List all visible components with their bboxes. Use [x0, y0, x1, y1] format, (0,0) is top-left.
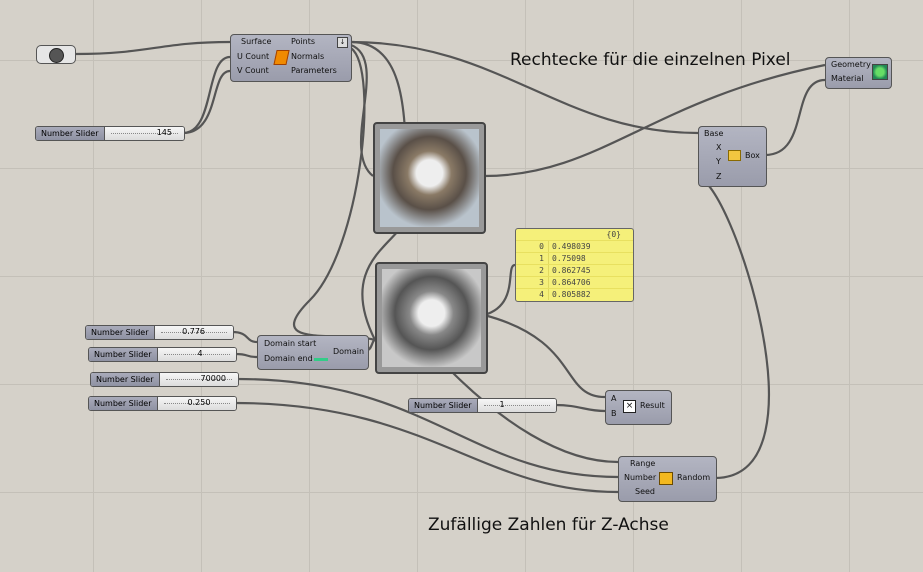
input-y[interactable]: Y	[716, 157, 721, 166]
output-normals[interactable]: Normals	[291, 52, 325, 61]
wire	[182, 69, 231, 135]
panel-value: 0.498039	[552, 242, 591, 251]
input-geometry[interactable]: Geometry	[831, 60, 871, 69]
input-u-count[interactable]: U Count	[237, 52, 270, 61]
slider-label: Number Slider	[36, 127, 105, 140]
panel-value: 0.862745	[552, 266, 591, 275]
slider-value: 0.250	[187, 398, 211, 407]
surface-param-icon	[49, 48, 64, 63]
input-base[interactable]: Base	[704, 129, 724, 138]
number-slider-domain-start[interactable]: Number Slider 0.776	[85, 325, 234, 340]
multiply-icon: ×	[623, 400, 636, 413]
wire	[350, 40, 699, 135]
panel-index: 0	[516, 241, 549, 252]
wire	[449, 369, 619, 464]
input-domain-start[interactable]: Domain start	[264, 339, 317, 348]
preview-icon	[872, 64, 888, 80]
input-domain-end[interactable]: Domain end	[264, 354, 313, 363]
output-box[interactable]: Box	[745, 151, 760, 160]
wire	[231, 330, 258, 344]
number-slider-domain-end[interactable]: Number Slider 4	[88, 347, 237, 362]
slider-label: Number Slider	[91, 373, 160, 386]
wire	[182, 55, 231, 135]
number-slider-number[interactable]: Number Slider 70000	[90, 372, 239, 387]
surface-param[interactable]	[36, 45, 76, 64]
box-icon	[728, 150, 741, 161]
wire	[764, 78, 826, 157]
number-slider-u[interactable]: Number Slider 145	[35, 126, 185, 141]
slider-value: 4	[197, 349, 203, 358]
slider-value: 1	[499, 400, 505, 409]
slider-label: Number Slider	[89, 397, 158, 410]
input-b[interactable]: B	[611, 409, 617, 418]
slider-value: 145	[156, 128, 172, 137]
flatten-icon: ↓	[337, 37, 348, 48]
output-parameters[interactable]: Parameters	[291, 66, 337, 75]
wire	[234, 352, 258, 359]
input-seed[interactable]: Seed	[635, 487, 655, 496]
panel-index: 1	[516, 253, 549, 264]
box-component[interactable]: Base X Y Z Box	[698, 126, 767, 187]
surface-points-component[interactable]: Surface U Count V Count Points Normals P…	[230, 34, 352, 82]
wire	[483, 313, 606, 399]
image-sampler-gray[interactable]	[375, 262, 488, 374]
panel-value: 0.75098	[552, 254, 586, 263]
output-points[interactable]: Points	[291, 37, 316, 46]
slider-label: Number Slider	[86, 326, 155, 339]
wire	[483, 263, 516, 317]
construct-domain-component[interactable]: Domain start Domain end Domain	[257, 335, 369, 370]
panel-index: 4	[516, 289, 549, 300]
output-domain[interactable]: Domain	[333, 347, 365, 356]
slider-label: Number Slider	[409, 399, 478, 412]
custom-preview-component[interactable]: Geometry Material	[825, 57, 892, 89]
slider-value: 70000	[200, 374, 226, 383]
annotation-top: Rechtecke für die einzelnen Pixel	[510, 50, 791, 70]
panel-path: {0}	[606, 230, 621, 239]
dice-icon	[659, 472, 673, 485]
input-x[interactable]: X	[716, 143, 722, 152]
multiplication-component[interactable]: A B × Result	[605, 390, 672, 425]
domain-icon	[314, 344, 328, 361]
panel-value: 0.864706	[552, 278, 591, 287]
surface-points-icon	[273, 50, 290, 65]
panel-index: 3	[516, 277, 549, 288]
image-sampler-color[interactable]	[373, 122, 486, 234]
cat-image-gray	[382, 269, 481, 367]
wire	[74, 40, 231, 56]
cat-image-color	[380, 129, 479, 227]
wire	[483, 63, 826, 178]
input-material[interactable]: Material	[831, 74, 864, 83]
panel-index: 2	[516, 265, 549, 276]
wire	[236, 377, 619, 479]
output-random[interactable]: Random	[677, 473, 711, 482]
random-component[interactable]: Range Number Seed Random	[618, 456, 717, 502]
input-range[interactable]: Range	[630, 459, 656, 468]
wire	[234, 401, 619, 494]
output-result[interactable]: Result	[640, 401, 665, 410]
panel-value: 0.805882	[552, 290, 591, 299]
annotation-bottom: Zufällige Zahlen für Z-Achse	[428, 515, 669, 535]
slider-label: Number Slider	[89, 348, 158, 361]
number-slider-seed[interactable]: Number Slider 0.250	[88, 396, 237, 411]
wire	[697, 176, 770, 480]
number-slider-multiplier[interactable]: Number Slider 1	[408, 398, 557, 413]
input-number[interactable]: Number	[624, 473, 657, 482]
wire	[554, 403, 606, 413]
input-surface[interactable]: Surface	[241, 37, 272, 46]
input-z[interactable]: Z	[716, 172, 722, 181]
input-v-count[interactable]: V Count	[237, 66, 269, 75]
input-a[interactable]: A	[611, 394, 617, 403]
slider-value: 0.776	[182, 327, 205, 336]
